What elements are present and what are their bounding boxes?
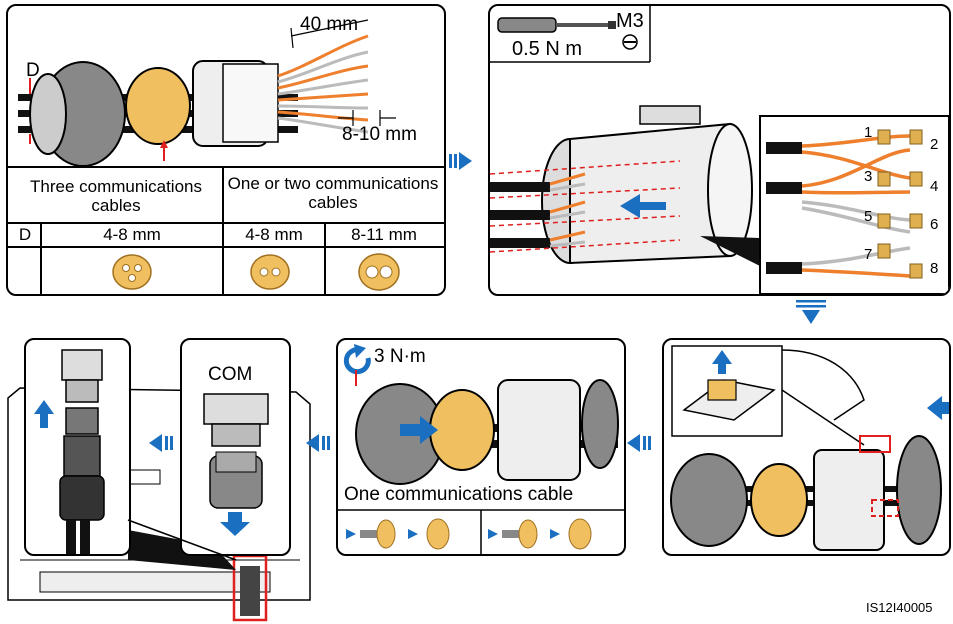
table-row-label-d: D <box>18 225 32 244</box>
cable-gland-illustration <box>18 19 396 166</box>
pin-number: 2 <box>930 136 939 153</box>
screw-torque-label: 0.5 N m <box>512 38 583 60</box>
figure-id-label: IS12I40005 <box>866 600 933 615</box>
tighten-nut-illustration <box>338 344 624 554</box>
table-col-rule <box>324 222 326 294</box>
table-size-cell: 4-8 mm <box>245 225 303 244</box>
wire-strip-length-label: 8-10 mm <box>342 124 417 145</box>
connector-insertion-illustration <box>490 6 949 294</box>
table-size-cell: 4-8 mm <box>103 225 161 244</box>
connector-insertion-device-illustration <box>34 349 105 554</box>
table-row-rule <box>8 222 444 224</box>
panel-tighten-nut: 3 N·m One communications cable <box>336 338 626 556</box>
table-size-cell: 8-11 mm <box>351 225 417 244</box>
pin-number: 4 <box>930 178 939 195</box>
panel-wire-insertion: M3 0.5 N m 1 2 3 4 5 6 7 8 <box>488 4 951 296</box>
table-col-rule <box>222 166 224 294</box>
arrow-right-icon <box>449 152 472 170</box>
one-cable-seal-step-icon <box>488 518 592 550</box>
nut-torque-label: 3 N·m <box>374 346 426 367</box>
arrow-left-icon <box>627 434 651 452</box>
table-col-rule <box>40 222 42 294</box>
one-cable-seal-step-icon <box>346 518 450 550</box>
strip-length-label: 40 mm <box>300 14 359 35</box>
panel-com-port: COM <box>180 338 291 556</box>
d-dimension-label: D <box>26 60 40 81</box>
pin-number: 7 <box>864 246 873 263</box>
panel-locking-insert <box>662 338 951 556</box>
seal-two-hole-large-icon <box>358 253 400 291</box>
arrow-down-icon <box>796 300 826 324</box>
one-cable-caption: One communications cable <box>344 484 574 505</box>
table-header-three-cables: Three communications cables <box>30 177 202 215</box>
table-row-rule <box>8 246 444 248</box>
table-header-one-two-cables: One or two communications cables <box>227 174 439 212</box>
connector-lock-illustration <box>670 345 949 551</box>
pin-number: 3 <box>864 168 873 185</box>
table-top-rule <box>8 166 444 168</box>
com-port-illustration <box>203 393 269 536</box>
com-port-label: COM <box>208 364 253 385</box>
panel-cable-preparation: D 40 mm 8-10 mm Three communications cab… <box>6 4 446 296</box>
pin-number: 1 <box>864 124 873 141</box>
pin-number: 8 <box>930 260 939 277</box>
screwdriver-size-label: M3 <box>616 10 644 32</box>
pin-number: 6 <box>930 216 939 233</box>
pin-number: 5 <box>864 208 873 225</box>
panel-insert-into-port <box>24 338 131 556</box>
